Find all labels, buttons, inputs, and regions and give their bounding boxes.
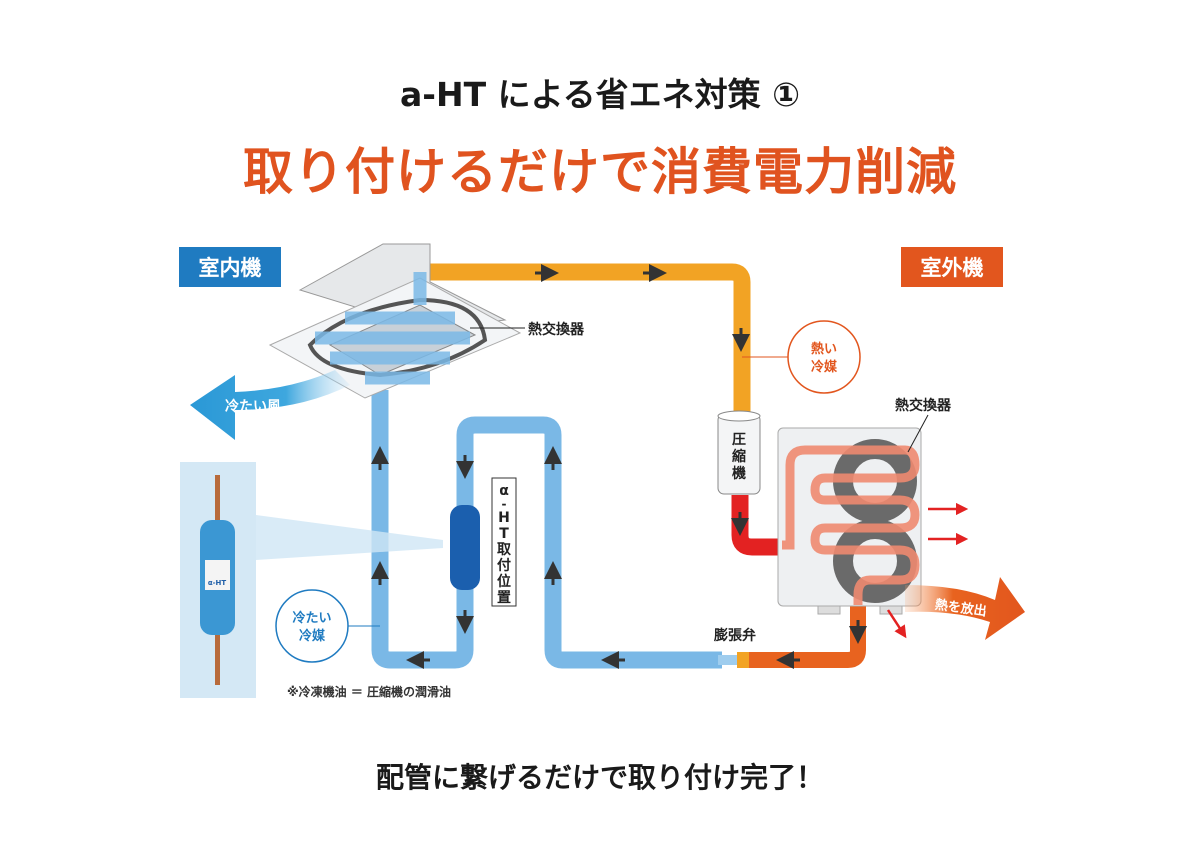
svg-text:位: 位 bbox=[497, 573, 511, 590]
svg-text:室外機: 室外機 bbox=[921, 256, 984, 280]
flow-arrows bbox=[371, 264, 867, 669]
svg-text:冷媒: 冷媒 bbox=[299, 628, 326, 644]
svg-text:取: 取 bbox=[497, 542, 512, 558]
cold-refrigerant-bubble: 冷たい 冷媒 bbox=[275, 589, 380, 663]
svg-text:縮: 縮 bbox=[732, 448, 746, 465]
svg-text:室内機: 室内機 bbox=[199, 256, 262, 280]
cold-air-arrow: 冷たい風 bbox=[190, 370, 350, 440]
outdoor-heat-exchanger-label: 熱交換器 bbox=[895, 397, 952, 414]
svg-text:熱い: 熱い bbox=[811, 341, 837, 357]
warm-refrigerant-pipe bbox=[762, 600, 866, 668]
svg-text:付: 付 bbox=[497, 557, 511, 574]
svg-text:-: - bbox=[502, 497, 507, 511]
hot-refrigerant-pipe bbox=[420, 263, 751, 425]
page-title: a-HT による省エネ対策 ① bbox=[399, 75, 801, 114]
page-subtitle: 取り付けるだけで消費電力削減 bbox=[243, 143, 957, 201]
svg-text:置: 置 bbox=[497, 589, 511, 606]
aht-position-label: α - H T 取 付 位 置 bbox=[491, 477, 517, 607]
svg-text:圧: 圧 bbox=[732, 432, 746, 448]
expansion-valve-label: 膨張弁 bbox=[714, 627, 756, 644]
svg-text:H: H bbox=[498, 510, 510, 526]
indoor-unit-label: 室内機 bbox=[179, 247, 281, 287]
compressor: 圧 縮 機 bbox=[717, 410, 761, 495]
cold-refrigerant-pipe bbox=[371, 390, 722, 669]
svg-text:T: T bbox=[499, 526, 509, 542]
svg-text:熱を放出: 熱を放出 bbox=[934, 597, 988, 620]
svg-text:冷たい風: 冷たい風 bbox=[225, 398, 281, 415]
indoor-heat-exchanger-label: 熱交換器 bbox=[528, 321, 585, 338]
svg-text:冷媒: 冷媒 bbox=[811, 359, 838, 375]
heat-release-arrow: 熱を放出 bbox=[905, 577, 1025, 640]
heat-flow-arrows bbox=[886, 502, 969, 639]
indoor-unit: 熱交換器 bbox=[268, 243, 585, 399]
aht-product-photo: α-HT bbox=[180, 462, 443, 698]
note-text: ※冷凍機油 ＝ 圧縮機の潤滑油 bbox=[287, 684, 451, 699]
outdoor-unit: 熱交換器 bbox=[777, 397, 952, 615]
aht-device bbox=[450, 505, 480, 590]
discharge-pipe bbox=[731, 495, 782, 556]
hot-refrigerant-bubble: 熱い 冷媒 bbox=[742, 320, 861, 394]
svg-text:機: 機 bbox=[732, 465, 746, 482]
svg-text:α: α bbox=[499, 483, 509, 499]
expansion-valve bbox=[737, 652, 749, 668]
footer-text: 配管に繋げるだけで取り付け完了！ bbox=[375, 761, 824, 794]
svg-text:冷たい: 冷たい bbox=[292, 610, 331, 626]
svg-text:α-HT: α-HT bbox=[208, 579, 227, 587]
outdoor-unit-label: 室外機 bbox=[901, 247, 1003, 287]
